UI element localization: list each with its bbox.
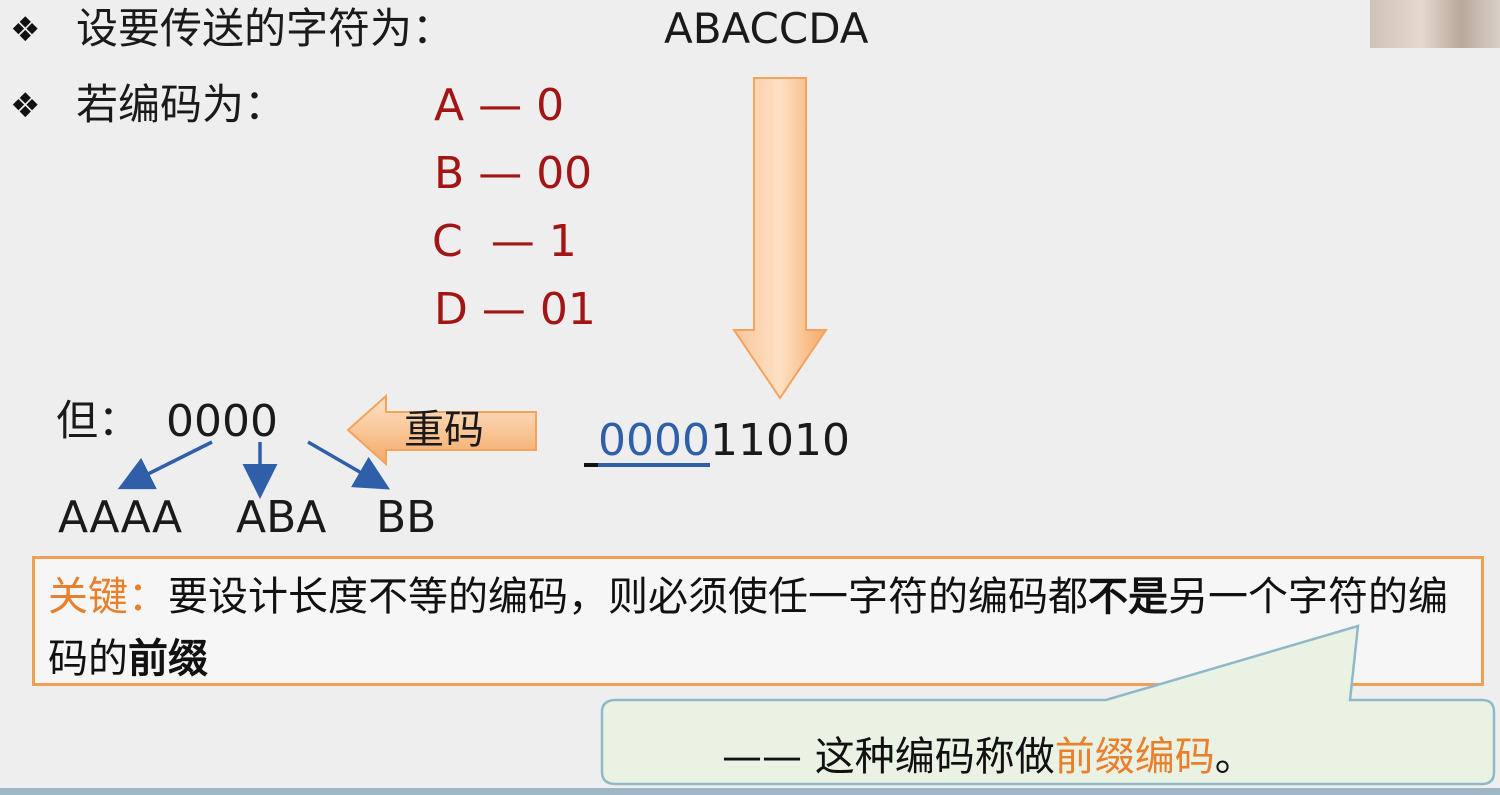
code-dash: —	[490, 216, 535, 267]
down-arrow-icon	[732, 77, 828, 400]
code-char: A	[434, 80, 465, 131]
encoded-rest: 11010	[709, 415, 850, 466]
callout-dash: ——	[722, 734, 802, 780]
code-char: B	[434, 148, 465, 199]
duplicate-code-label: 重码	[404, 407, 484, 453]
code-row-a: A — 0	[434, 84, 564, 128]
decoding-arrows	[117, 440, 391, 499]
presenter-webcam-thumbnail	[1370, 0, 1500, 48]
code-dash: —	[481, 284, 526, 335]
key-bold-prefix: 前缀	[128, 636, 208, 682]
transmit-string: ABACCDA	[664, 4, 869, 53]
key-text-2: 另一个字符的编码的	[48, 574, 1448, 682]
key-prefix: 关键：	[48, 574, 168, 620]
arrow-to-aaaa	[117, 440, 213, 490]
callout-end: 。	[1214, 734, 1255, 780]
callout-bubble	[600, 624, 1496, 786]
ambiguous-code: 0000	[166, 396, 278, 447]
decoding-bb: BB	[376, 492, 437, 543]
encoded-underlined-part: 0000	[598, 415, 710, 466]
code-value: 01	[539, 284, 596, 335]
callout-text: —— 这种编码称做前缀编码。	[722, 724, 1255, 782]
arrow-to-bb	[307, 440, 391, 490]
code-dash: —	[478, 80, 523, 131]
code-row-b: B — 00	[434, 152, 592, 196]
decoding-aaaa: AAAA	[58, 492, 183, 543]
code-value: 0	[536, 80, 565, 131]
but-label: 但：	[56, 396, 141, 445]
code-dash: —	[478, 148, 523, 199]
callout-highlight: 前缀编码	[1054, 734, 1215, 780]
code-row-c: C — 1	[432, 220, 577, 264]
code-value: 00	[536, 148, 593, 199]
line2-label: 若编码为：	[76, 80, 287, 129]
encoded-string: 000011010	[584, 419, 850, 463]
code-row-d: D — 01	[434, 288, 596, 332]
key-bold-not: 不是	[1088, 574, 1168, 620]
key-statement: 关键：要设计长度不等的编码，则必须使任一字符的编码都不是另一个字符的编码的前缀	[48, 566, 1468, 690]
code-char: D	[434, 284, 468, 335]
code-value: 1	[548, 216, 577, 267]
diamond-bullet-icon: ❖	[10, 10, 41, 50]
decoding-aba: ABA	[236, 492, 327, 543]
bottom-border	[0, 788, 1500, 795]
line1-label: 设要传送的字符为：	[76, 4, 455, 53]
callout-main: 这种编码称做	[814, 734, 1055, 780]
code-char: C	[432, 216, 463, 267]
key-text-1: 要设计长度不等的编码，则必须使任一字符的编码都	[168, 574, 1088, 620]
diamond-bullet-icon: ❖	[10, 86, 41, 126]
